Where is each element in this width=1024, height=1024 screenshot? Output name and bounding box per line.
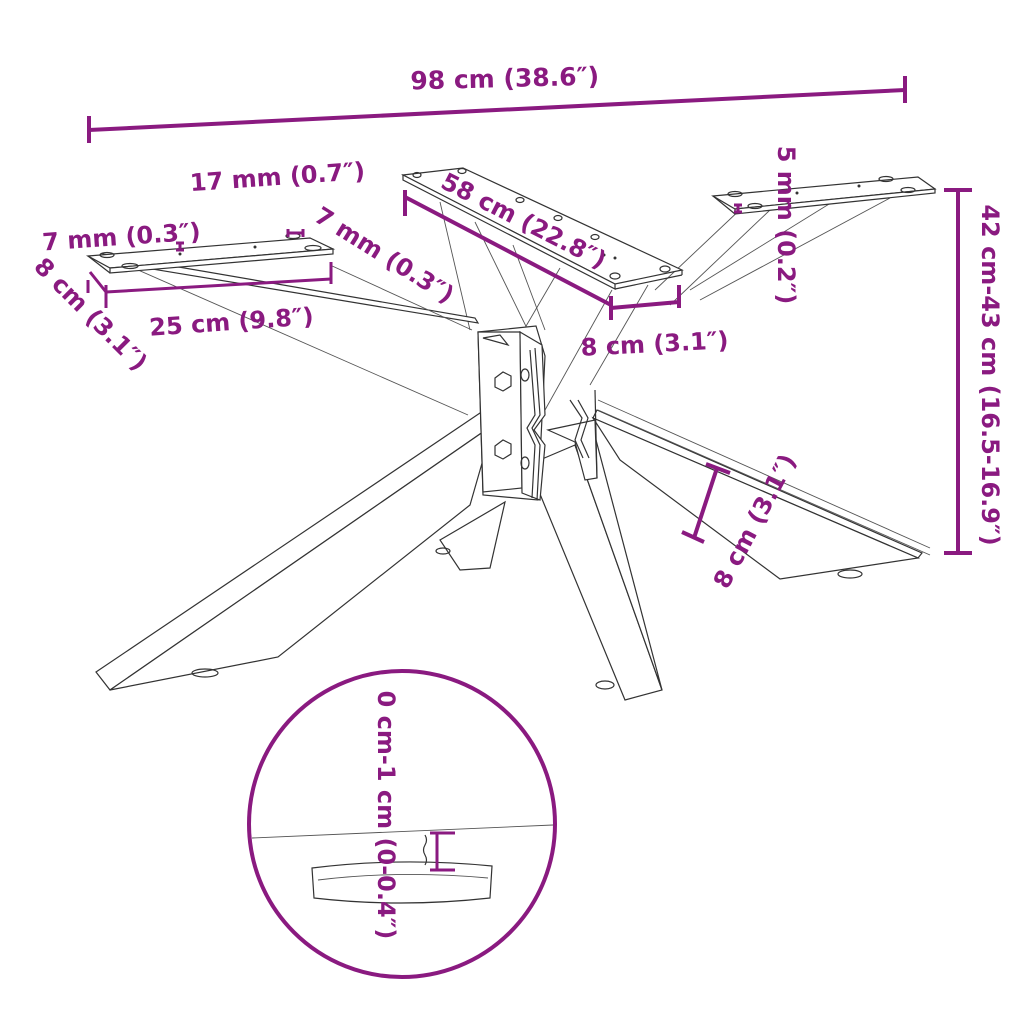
label-foot-adjustment: 0 cm-1 cm (0-0.4″): [372, 691, 400, 940]
table-legs: [95, 187, 931, 701]
mounting-plates: [85, 167, 937, 290]
label-small-plate-length: 25 cm (9.8″): [148, 302, 314, 341]
center-bracket: [477, 325, 598, 501]
foot-detail: [251, 824, 554, 904]
label-plate-thickness: 5 mm (0.2″): [772, 146, 800, 305]
label-overall-length: 98 cm (38.6″): [410, 62, 599, 96]
label-height: 42 cm-43 cm (16.5-16.9″): [976, 204, 1004, 545]
label-plate-hole-spacing: 17 mm (0.7″): [189, 157, 366, 197]
label-large-plate-width: 8 cm (3.1″): [580, 326, 729, 362]
dimension-lines: [86, 76, 972, 979]
